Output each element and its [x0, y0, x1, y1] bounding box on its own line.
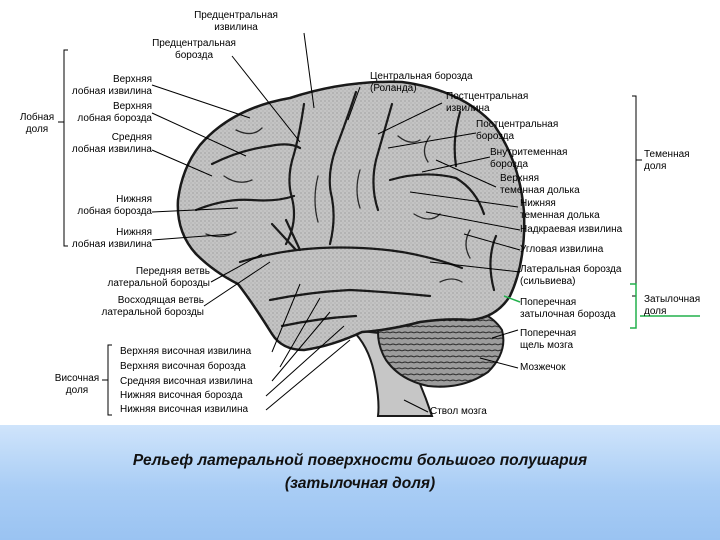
label-central-sulcus: Центральная борозда (Роланда): [370, 71, 473, 94]
label-middle-frontal-gyrus: Средняя лобная извилина: [71, 132, 152, 155]
caption-line-2: (затылочная доля): [284, 475, 436, 492]
label-superior-frontal-sulcus: Верхняя лобная борозда: [77, 101, 152, 124]
brain-diagram: [58, 32, 700, 417]
label-supramarginal-gyrus: Надкраевая извилина: [520, 224, 623, 235]
group-occipital-lobe: Затылочная доля: [644, 294, 701, 317]
label-superior-temporal-sulcus: Верхняя височная борозда: [120, 361, 246, 372]
label-inferior-parietal-lobule: Нижняя теменная долька: [520, 198, 600, 221]
label-postcentral-sulcus: Постцентральная борозда: [476, 119, 559, 142]
label-superior-temporal-gyrus: Верхняя височная извилина: [120, 346, 252, 357]
label-brainstem: Ствол мозга: [430, 406, 487, 417]
label-inferior-temporal-gyrus: Нижняя височная извилина: [120, 404, 249, 415]
label-transverse-occipital-sulcus: Поперечная затылочная борозда: [520, 297, 616, 320]
label-precentral-gyrus: Предцентральная извилина: [194, 10, 278, 33]
label-transverse-fissure: Поперечная щель мозга: [520, 328, 577, 351]
group-temporal-lobe: Височная доля: [54, 373, 100, 396]
label-intraparietal-sulcus: Внутритеменная борозда: [490, 147, 568, 170]
label-superior-parietal-lobule: Верхняя теменная долька: [500, 173, 580, 196]
label-inferior-temporal-sulcus: Нижняя височная борозда: [120, 390, 243, 401]
label-inferior-frontal-sulcus: Нижняя лобная борозда: [77, 194, 152, 217]
group-frontal-lobe: Лобная доля: [19, 112, 55, 135]
label-lateral-sulcus: Латеральная борозда (сильвиева): [520, 264, 622, 287]
group-parietal-lobe: Теменная доля: [644, 149, 690, 172]
caption-band: Рельеф латеральной поверхности большого …: [0, 425, 720, 540]
label-angular-gyrus: Угловая извилина: [520, 244, 604, 255]
label-anterior-branch: Передняя ветвь латеральной борозды: [107, 266, 210, 289]
label-middle-temporal-gyrus: Средняя височная извилина: [120, 376, 253, 387]
label-postcentral-gyrus: Постцентральная извилина: [446, 91, 529, 114]
label-ascending-branch: Восходящая ветвь латеральной борозды: [101, 295, 204, 318]
hemisphere-shape: [176, 80, 526, 352]
label-precentral-sulcus: Предцентральная борозда: [152, 38, 236, 61]
label-superior-frontal-gyrus: Верхняя лобная извилина: [71, 74, 152, 97]
label-inferior-frontal-gyrus: Нижняя лобная извилина: [71, 227, 152, 250]
caption: Рельеф латеральной поверхности большого …: [0, 449, 720, 495]
caption-line-1: Рельеф латеральной поверхности большого …: [132, 452, 588, 469]
label-cerebellum: Мозжечок: [520, 362, 566, 373]
